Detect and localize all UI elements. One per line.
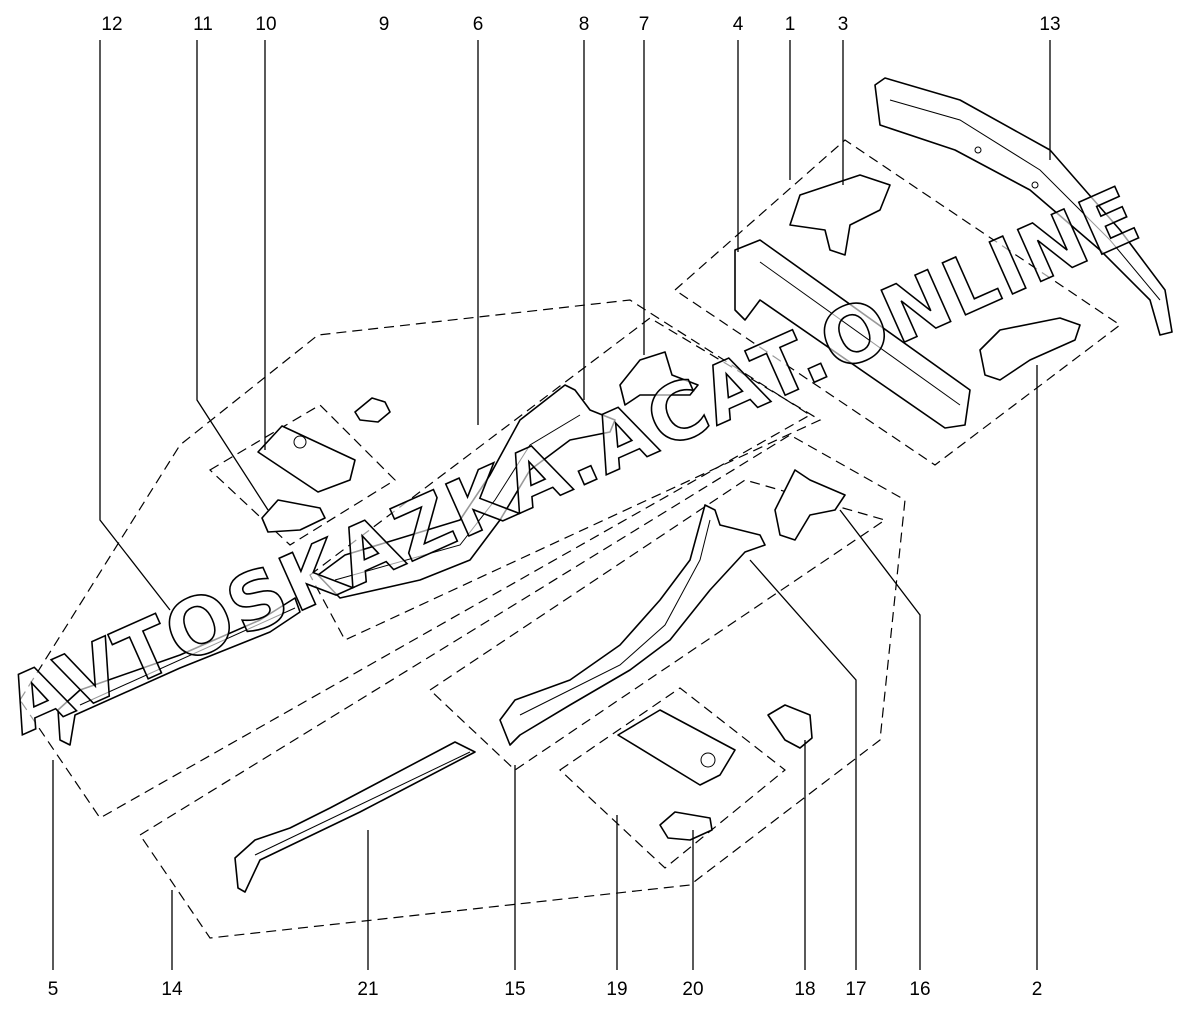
- callout-13: 13: [1039, 14, 1060, 35]
- part-21-sill: [234, 741, 476, 893]
- part-3-bracket: [789, 174, 891, 256]
- callout-7: 7: [639, 14, 650, 35]
- group-5-outline: [19, 299, 812, 819]
- leader-lines: [52, 40, 1051, 970]
- callout-10: 10: [255, 14, 276, 35]
- group-19-outline: [559, 687, 786, 869]
- part-6-side-member: [317, 384, 616, 599]
- parts: [57, 77, 1173, 893]
- callout-5: 5: [48, 979, 59, 1000]
- part-19-plate: [617, 709, 736, 786]
- callouts-top: 12 11 10 9 6 8 7 4 1 3 13: [101, 14, 1060, 35]
- callout-19: 19: [606, 979, 627, 1000]
- part-4-crossmember: [734, 239, 971, 429]
- callout-9: 9: [379, 14, 390, 35]
- callout-2: 2: [1032, 979, 1043, 1000]
- callout-1: 1: [785, 14, 796, 35]
- callout-11: 11: [193, 14, 213, 35]
- part-9-clip: [354, 397, 391, 423]
- callout-3: 3: [838, 14, 849, 35]
- part-18-bracket: [767, 704, 813, 749]
- callout-20: 20: [682, 979, 703, 1000]
- part-16-bracket: [774, 469, 846, 541]
- part-7-bracket: [619, 351, 699, 406]
- callout-21: 21: [357, 979, 378, 1000]
- watermark: AVTOSKAZKA.ACAT.ONLINE: [0, 170, 1153, 753]
- callout-18: 18: [794, 979, 815, 1000]
- part-11-bracket: [261, 499, 326, 533]
- part-10-plate: [257, 425, 356, 493]
- callout-16: 16: [909, 979, 930, 1000]
- callout-4: 4: [733, 14, 744, 35]
- callouts-bottom: 5 14 21 15 19 20 18 17 16 2: [48, 979, 1043, 1000]
- group-14-outline: [139, 434, 906, 939]
- callout-12: 12: [101, 14, 122, 35]
- part-13-rear-crossmember: [874, 77, 1173, 336]
- part-2-bracket: [979, 317, 1081, 381]
- group-15-outline: [429, 479, 887, 771]
- part-20-bracket: [659, 811, 713, 841]
- callout-15: 15: [504, 979, 525, 1000]
- callout-17: 17: [845, 979, 866, 1000]
- group-6-outline: [309, 317, 822, 641]
- part-17-side-member: [499, 504, 766, 746]
- callout-6: 6: [473, 14, 484, 35]
- callout-8: 8: [579, 14, 590, 35]
- part-12-sill: [57, 597, 301, 746]
- group-1-outline: [674, 139, 1122, 466]
- callout-14: 14: [161, 979, 183, 1000]
